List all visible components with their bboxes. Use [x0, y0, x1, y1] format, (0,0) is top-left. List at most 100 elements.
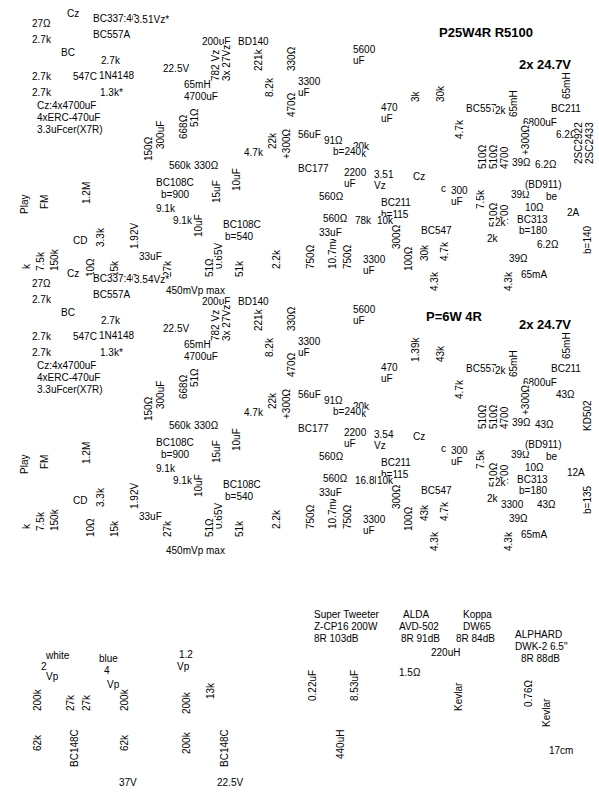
component-label: 1.5Ω: [398, 668, 421, 679]
component-label: 3.3k: [96, 487, 107, 508]
component-label: 10Ω: [86, 517, 97, 538]
component-label: Koppa: [462, 610, 493, 621]
component-label: 51Ω: [190, 107, 201, 128]
component-label: 470Ω: [287, 92, 298, 118]
component-label: Vp: [106, 680, 120, 691]
component-label: 3300 uF: [297, 77, 323, 98]
component-label: 3.51Vz*: [133, 15, 170, 26]
component-label: 4.7k: [243, 408, 264, 419]
heading-text: 2x 24.7V: [518, 318, 572, 332]
component-label: 470 uF: [380, 363, 406, 384]
component-label: 4700uF: [183, 92, 219, 103]
component-label: 27k: [66, 694, 77, 712]
component-label: CD: [72, 496, 88, 507]
component-label: 4700uF: [183, 352, 219, 363]
component-label: 1N4148: [98, 71, 135, 82]
component-label: 65mA: [520, 270, 548, 281]
component-label: 2.7k: [31, 35, 52, 46]
component-label: +300Ω: [521, 384, 532, 416]
component-label: 39Ω: [510, 450, 531, 461]
component-label: ALPHARD: [514, 630, 563, 641]
component-label: 17cm: [548, 746, 574, 757]
component-label: 300 uF: [450, 186, 476, 207]
component-label: DW65: [462, 622, 492, 633]
component-label: 300 uF: [450, 446, 476, 467]
component-label: +300Ω: [282, 388, 293, 420]
component-label: 200k: [182, 691, 193, 715]
component-label: BC547: [420, 486, 453, 497]
component-label: 2k: [486, 494, 499, 505]
component-label: 33uF: [138, 252, 163, 263]
component-label: Vp: [176, 662, 190, 673]
component-label: 470Ω: [287, 352, 298, 378]
component-label: Cz: [412, 432, 426, 443]
heading-text: 2x 24.7V: [518, 58, 572, 72]
component-label: be: [545, 452, 558, 463]
component-label: 27k: [82, 694, 93, 712]
component-label: BC313: [516, 475, 549, 486]
component-label: 37V: [118, 778, 138, 789]
component-label: 510Ω: [489, 404, 500, 430]
component-label: BC108C: [222, 480, 262, 491]
component-label: Cz:4x4700uF: [36, 101, 97, 112]
component-label: b=140: [583, 225, 594, 255]
component-label: 10uF: [194, 473, 205, 498]
component-label: 300Ω: [392, 484, 403, 510]
component-label: 1.39k: [411, 337, 422, 363]
component-label: 2k: [494, 366, 507, 377]
component-label: 750Ω: [306, 504, 317, 530]
component-label: 300uF: [156, 120, 167, 150]
component-label: 2.7k: [31, 88, 52, 99]
component-label: 560Ω: [322, 214, 348, 225]
component-label: CD: [72, 236, 88, 247]
component-label: b=135: [583, 485, 594, 515]
component-label: 330Ω: [287, 306, 298, 332]
component-label: 43Ω: [534, 420, 555, 431]
component-label: 330Ω: [193, 421, 219, 432]
component-label: 65mH: [183, 80, 212, 91]
component-label: 10uF: [194, 213, 205, 238]
component-label: 4700: [500, 406, 511, 430]
component-label: Vp: [45, 672, 59, 683]
component-label: 5600 uF: [352, 305, 378, 326]
component-label: 9.1k: [155, 464, 176, 475]
component-label: 27k: [163, 520, 174, 538]
component-label: 440uH: [336, 729, 347, 760]
component-label: BC177: [297, 164, 330, 175]
component-label: 450mVp max: [165, 546, 226, 557]
component-label: k: [22, 263, 33, 270]
component-label: 2.7k: [31, 295, 52, 306]
component-label: 100Ω: [404, 246, 415, 272]
component-label: Cz: [412, 172, 426, 183]
component-label: BC: [60, 48, 76, 59]
component-label: BC108C: [222, 220, 262, 231]
component-label: 2: [40, 662, 48, 673]
component-label: 4xERC-470uF: [36, 113, 101, 124]
component-label: 220uH: [430, 648, 461, 659]
component-label: blue: [98, 654, 119, 665]
component-label: 0.22uF: [308, 669, 319, 702]
component-label: 1N4148: [98, 331, 135, 342]
component-label: white: [45, 651, 70, 662]
component-label: 2.2k: [272, 249, 283, 270]
heading-text: P=6W 4R: [425, 310, 483, 324]
component-label: 2k: [494, 478, 507, 489]
component-label: Kevlar: [454, 682, 465, 712]
component-label: BC211: [550, 364, 582, 375]
component-label: 150k: [50, 508, 61, 532]
component-label: 782 Vz: [211, 49, 222, 82]
component-label: 51k: [235, 260, 246, 278]
component-label: 547C: [72, 72, 98, 83]
component-label: 10.7mA: [328, 494, 339, 530]
component-label: 6.2Ω: [534, 160, 557, 171]
component-label: BC313: [516, 215, 549, 226]
component-label: 750Ω: [343, 244, 354, 270]
component-label: 65mH: [562, 331, 573, 360]
component-label: 30k: [420, 244, 431, 262]
component-label: BC108C: [155, 438, 195, 449]
component-label: 510Ω: [478, 144, 489, 170]
component-label: 4.3k: [430, 531, 441, 552]
component-label: 4.7k: [440, 241, 451, 262]
component-label: 2.7k: [31, 348, 52, 359]
component-label: 39Ω: [510, 190, 531, 201]
